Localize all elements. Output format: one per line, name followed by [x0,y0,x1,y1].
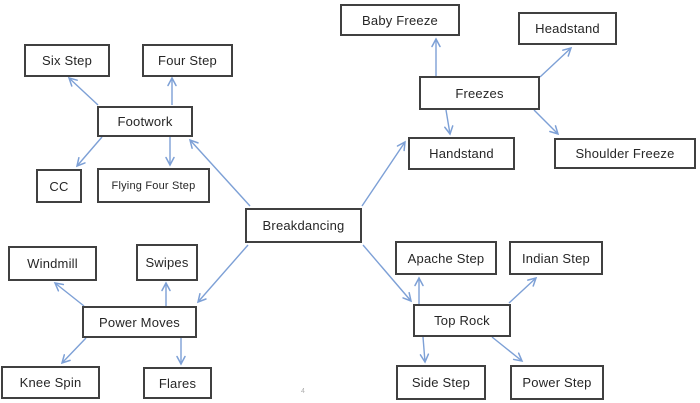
node-box-handstand: Handstand [408,137,515,170]
node-box-side-step: Side Step [396,365,486,400]
node-label-indian-step: Indian Step [522,250,590,266]
edge-freezes-to-handstand [444,109,454,136]
edge-power-moves-to-knee-spin [60,337,87,365]
node-label-headstand: Headstand [535,21,600,36]
node-label-flying-four-step: Flying Four Step [111,179,196,192]
edge-top-rock-to-side-step [419,336,430,364]
node-label-apache-step: Apache Step [407,250,485,266]
node-label-freezes: Freezes [455,85,504,101]
node-label-knee-spin: Knee Spin [19,375,82,390]
node-box-shoulder-freeze: Shoulder Freeze [554,138,696,169]
edge-freezes-to-headstand [539,46,573,78]
node-box-headstand: Headstand [518,12,617,45]
node-box-windmill: Windmill [8,246,97,281]
edge-breakdancing-to-handstand [361,140,406,207]
node-box-footwork: Footwork [97,106,193,137]
node-label-top-rock: Top Rock [434,313,490,328]
node-box-baby-freeze: Baby Freeze [340,4,460,36]
node-box-flying-four-step: Flying Four Step [97,168,210,203]
node-label-breakdancing: Breakdancing [262,218,345,233]
node-box-swipes: Swipes [136,244,198,281]
edge-top-rock-to-indian-step [508,276,538,304]
node-box-six-step: Six Step [24,44,110,77]
node-box-freezes: Freezes [419,76,540,110]
node-label-four-step: Four Step [158,53,217,68]
node-box-top-rock: Top Rock [413,304,511,337]
stray-artifact-mark: 4 [301,388,305,395]
edge-breakdancing-to-power-moves [196,244,249,304]
edge-freezes-to-shoulder-freeze [533,109,560,136]
node-box-breakdancing: Breakdancing [245,208,362,243]
node-label-swipes: Swipes [145,255,189,270]
node-box-apache-step: Apache Step [395,241,497,275]
edge-footwork-to-cc [75,136,103,168]
node-label-shoulder-freeze: Shoulder Freeze [575,146,675,161]
edge-top-rock-to-power-step [491,336,524,362]
node-box-power-moves: Power Moves [82,306,197,338]
node-box-power-step: Power Step [510,365,604,400]
node-label-baby-freeze: Baby Freeze [362,12,438,28]
node-label-windmill: Windmill [27,256,78,271]
node-label-cc: CC [49,178,69,194]
node-label-power-moves: Power Moves [99,314,180,330]
node-label-handstand: Handstand [429,146,494,161]
node-box-four-step: Four Step [142,44,233,77]
node-box-flares: Flares [143,367,212,399]
node-box-cc: CC [36,169,82,203]
node-box-indian-step: Indian Step [509,241,603,275]
node-label-power-step: Power Step [522,375,592,390]
node-label-six-step: Six Step [41,53,92,68]
edge-footwork-to-six-step [67,76,99,106]
node-label-flares: Flares [158,375,197,391]
node-label-side-step: Side Step [411,375,471,390]
edge-power-moves-to-windmill [53,282,85,307]
node-box-knee-spin: Knee Spin [1,366,100,399]
node-label-footwork: Footwork [117,114,173,129]
